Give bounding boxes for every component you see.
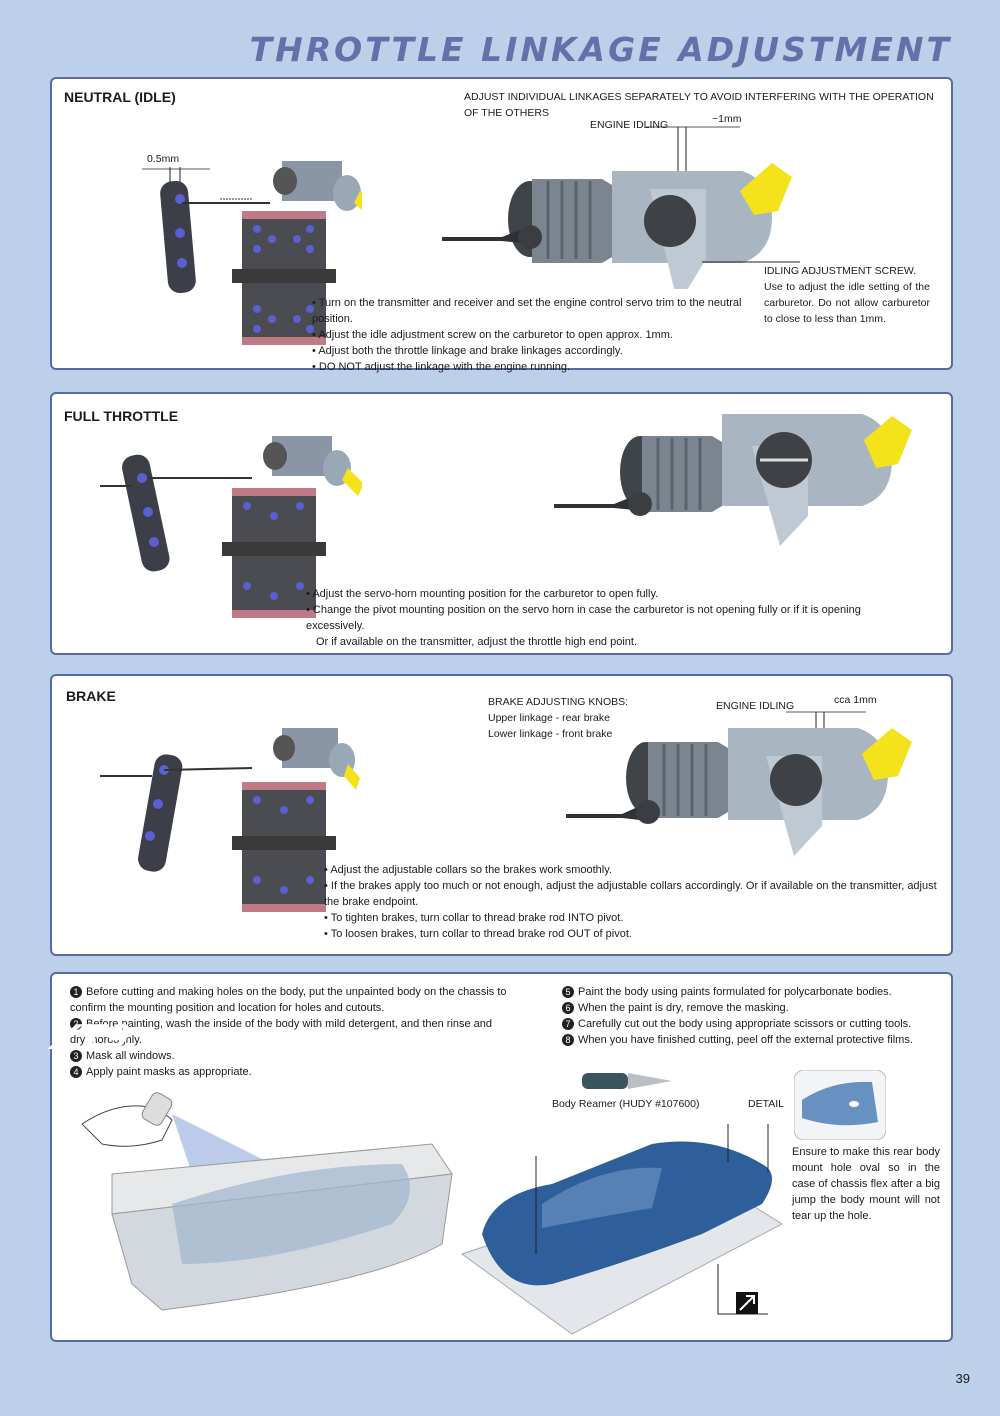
- page-number: 39: [955, 1371, 970, 1386]
- gap-1mm-label: ~1mm: [712, 113, 742, 125]
- idle-screw-text: Use to adjust the idle setting of the ca…: [764, 281, 930, 325]
- idle-screw-title: IDLING ADJUSTMENT SCREW.: [764, 265, 917, 277]
- gap-05mm-label: 0.5mm: [147, 153, 180, 165]
- brake-step: To tighten brakes, turn collar to thread…: [324, 910, 944, 926]
- brake-step: Adjust the adjustable collars so the bra…: [324, 862, 944, 878]
- reamer-tool-illustration: [582, 1073, 672, 1089]
- linkage-full-illustration: [100, 436, 362, 618]
- linkage-brake-illustration: [100, 728, 360, 912]
- full-throttle-step: Adjust the servo-horn mounting position …: [306, 586, 906, 602]
- brake-knobs-upper: Upper linkage - rear brake: [488, 712, 610, 724]
- neutral-step: Adjust the idle adjustment screw on the …: [312, 327, 752, 343]
- brand-logo: XT9: [46, 1018, 137, 1058]
- engine-idling-label: ENGINE IDLING: [590, 119, 669, 131]
- neutral-step: Turn on the transmitter and receiver and…: [312, 295, 752, 327]
- detail-label: DETAIL: [748, 1098, 784, 1110]
- neutral-panel: NEUTRAL (IDLE) ADJUST INDIVIDUAL LINKAGE…: [50, 77, 953, 373]
- carburetor-full-illustration: [554, 414, 912, 546]
- brake-steps: Adjust the adjustable collars so the bra…: [324, 862, 944, 942]
- detail-inset-illustration: [794, 1070, 886, 1140]
- neutral-step: DO NOT adjust the linkage with the engin…: [312, 359, 752, 375]
- brake-step: If the brakes apply too much or not enou…: [324, 878, 944, 910]
- brake-gap-label: cca 1mm: [834, 694, 877, 706]
- car-body-illustration: [460, 1124, 784, 1335]
- linkage-illustration: [142, 161, 362, 345]
- brake-knobs-lower: Lower linkage - front brake: [488, 728, 613, 740]
- neutral-steps: Turn on the transmitter and receiver and…: [312, 295, 752, 375]
- full-throttle-step: Or if available on the transmitter, adju…: [316, 636, 638, 648]
- full-throttle-step: Change the pivot mounting position on th…: [306, 602, 906, 634]
- brake-knobs-title: BRAKE ADJUSTING KNOBS:: [488, 696, 629, 708]
- brake-step: To loosen brakes, turn collar to thread …: [324, 926, 944, 942]
- carburetor-idle-illustration: [442, 126, 800, 289]
- brake-panel: BRAKE BRAKE ADJUSTING KNOBS: Upper linka…: [50, 674, 953, 956]
- full-throttle-heading: FULL THROTTLE: [64, 408, 179, 424]
- reamer-label: Body Reamer (HUDY #107600): [552, 1098, 700, 1110]
- spray-painting-illustration: [81, 1092, 453, 1311]
- full-throttle-panel: FULL THROTTLE: [50, 392, 953, 655]
- page-title: THROTTLE LINKAGE ADJUSTMENT: [249, 30, 952, 69]
- neutral-heading: NEUTRAL (IDLE): [64, 89, 176, 105]
- cutting-icon: [736, 1292, 758, 1314]
- neutral-step: Adjust both the throttle linkage and bra…: [312, 343, 752, 359]
- carburetor-brake-illustration: [566, 711, 912, 856]
- detail-text: Ensure to make this rear body mount hole…: [792, 1146, 940, 1222]
- adjust-note: ADJUST INDIVIDUAL LINKAGES SEPARATELY TO…: [464, 91, 934, 119]
- brake-engine-idling: ENGINE IDLING: [716, 700, 795, 712]
- full-throttle-steps: Adjust the servo-horn mounting position …: [306, 586, 906, 650]
- brake-heading: BRAKE: [66, 688, 116, 704]
